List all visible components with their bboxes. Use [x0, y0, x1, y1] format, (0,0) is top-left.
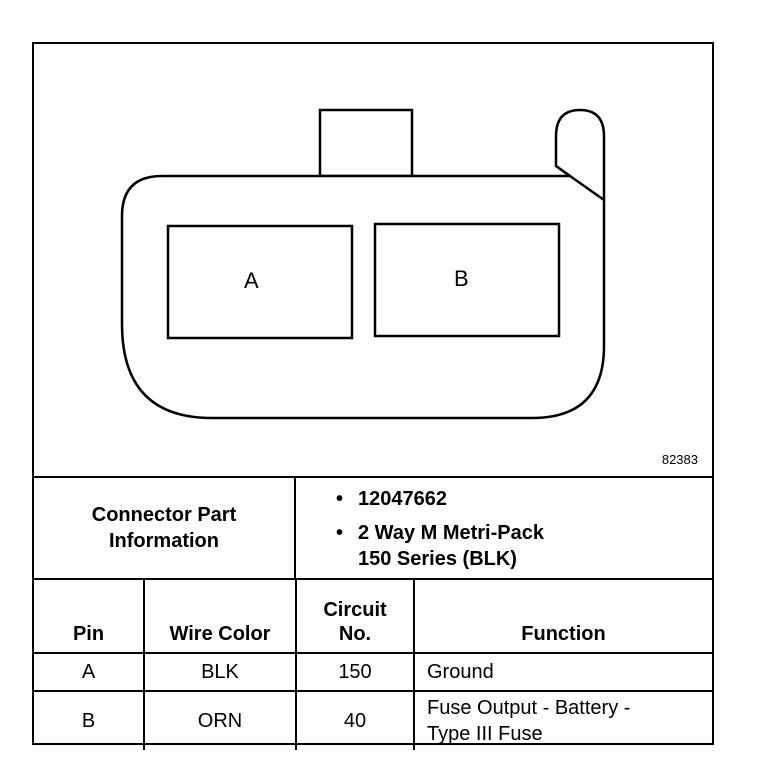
bullet-icon: • [336, 522, 344, 544]
cell-pin: B [34, 690, 145, 750]
cell-circuit: 150 [295, 652, 415, 692]
header-function: Function [413, 578, 712, 654]
function-line-2: Type III Fuse [427, 723, 543, 745]
pin-b-label: B [454, 266, 469, 291]
description-line-2-row: 150 Series (BLK) [358, 546, 517, 572]
pin-a-label: A [244, 268, 259, 293]
connector-info-heading: Connector Part Information [34, 478, 296, 578]
part-number-item: • 12047662 [336, 486, 447, 512]
pin-table: Pin Wire Color Circuit No. Function A BL… [34, 578, 712, 750]
figure-number: 82383 [661, 452, 698, 467]
cell-circuit: 40 [295, 690, 415, 750]
function-line-1: Fuse Output - Battery - [427, 697, 631, 719]
connector-sheet: A B 82383 Connector Part Information • 12… [32, 42, 714, 750]
header-circuit: Circuit No. [295, 578, 415, 654]
table-header-row: Pin Wire Color Circuit No. Function [34, 578, 712, 654]
latch-hook [554, 108, 606, 200]
pin-cavity-b [373, 222, 561, 338]
table-row: A BLK 150 Ground [34, 652, 712, 692]
description-line-1: 2 Way M Metri-Pack [358, 522, 544, 544]
description-item: • 2 Way M Metri-Pack [336, 520, 544, 546]
connector-info-row: Connector Part Information • 12047662 • 2 … [34, 476, 712, 578]
table-row: B ORN 40 Fuse Output - Battery - Type II… [34, 690, 712, 750]
pin-cavity-a [166, 224, 354, 340]
cell-wire-color: ORN [143, 690, 297, 750]
part-number: 12047662 [358, 488, 447, 510]
cell-function: Ground [413, 652, 712, 692]
header-circuit-line-1: Circuit [323, 599, 387, 621]
cell-function: Fuse Output - Battery - Type III Fuse [413, 690, 712, 750]
cell-pin: A [34, 652, 145, 692]
description-line-2: 150 Series (BLK) [358, 548, 517, 570]
header-circuit-line-2: No. [338, 623, 372, 645]
locking-tab [318, 108, 414, 178]
header-pin: Pin [34, 578, 145, 654]
connector-outline [120, 108, 606, 420]
heading-line-2: Information [109, 530, 219, 552]
connector-face-diagram: A B 82383 [34, 44, 712, 476]
heading-line-1: Connector Part [91, 504, 237, 526]
header-wire-color: Wire Color [143, 578, 297, 654]
connector-info-details: • 12047662 • 2 Way M Metri-Pack 150 Series… [296, 478, 712, 578]
cell-wire-color: BLK [143, 652, 297, 692]
bullet-icon: • [336, 488, 344, 510]
